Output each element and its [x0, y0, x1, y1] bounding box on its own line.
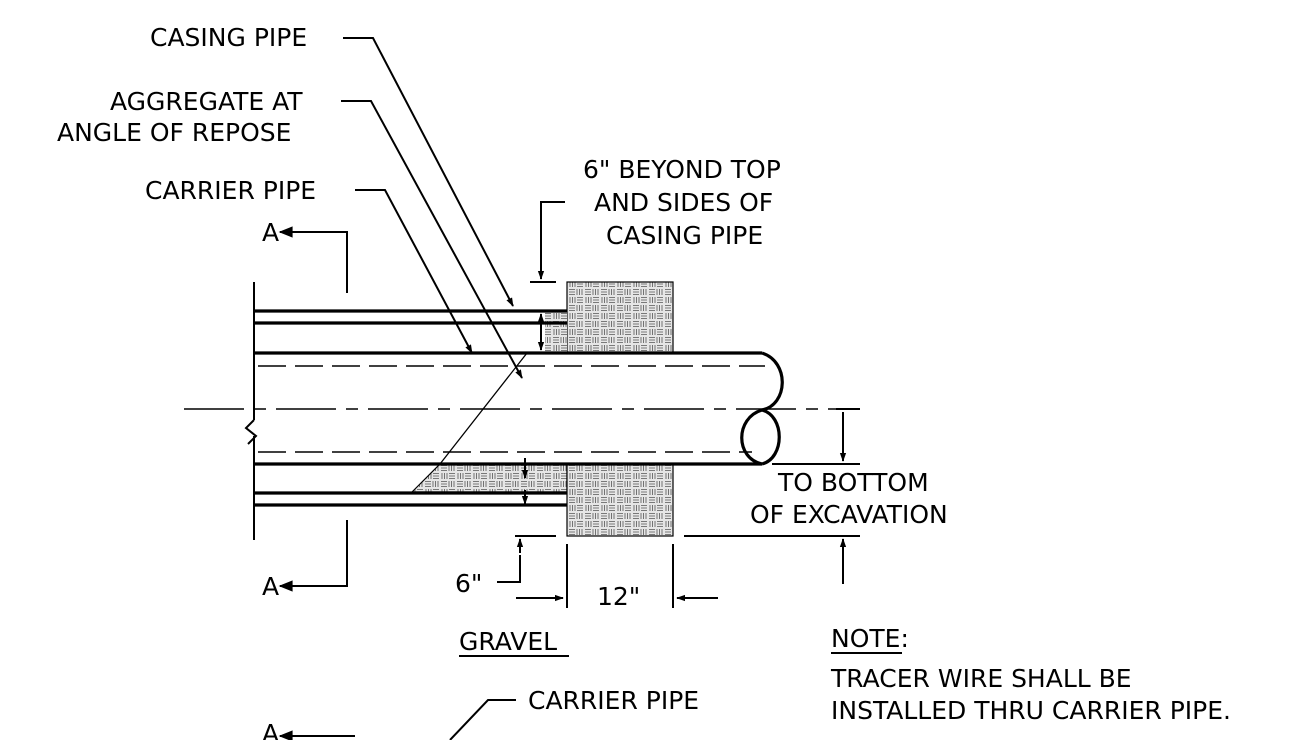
end-break-line: [244, 282, 258, 540]
note-line2: INSTALLED THRU CARRIER PIPE.: [831, 696, 1231, 725]
leader-beyond-top: 6" BEYOND TOP AND SIDES OF CASING PIPE: [530, 155, 781, 351]
label-dim-12: 12": [597, 582, 640, 611]
label-bottom-line2: OF EXCAVATION: [750, 500, 948, 529]
label-beyond-line3: CASING PIPE: [606, 221, 763, 250]
label-carrier-pipe-lower: CARRIER PIPE: [528, 686, 699, 715]
note-block: NOTE: TRACER WIRE SHALL BE INSTALLED THR…: [830, 624, 1231, 725]
leader-carrier-pipe-lower: CARRIER PIPE: [449, 686, 699, 740]
dimension-12-inch: 12": [566, 544, 718, 611]
label-beyond-line1: 6" BEYOND TOP: [583, 155, 781, 184]
label-beyond-line2: AND SIDES OF: [594, 188, 773, 217]
leader-casing-pipe: CASING PIPE: [150, 23, 514, 307]
section-label-bottom: A: [262, 572, 279, 601]
leader-aggregate: AGGREGATE AT ANGLE OF REPOSE: [57, 87, 523, 379]
label-dim-6: 6": [455, 569, 482, 598]
note-line1: TRACER WIRE SHALL BE: [830, 664, 1132, 693]
dimension-bottom-excavation: TO BOTTOM OF EXCAVATION: [684, 408, 948, 584]
section-marker-bottom: A: [262, 520, 348, 601]
label-bottom-line1: TO BOTTOM: [777, 468, 929, 497]
gravel-label: GRAVEL: [459, 627, 569, 657]
section-marker-top: A: [262, 218, 348, 293]
label-aggregate-line2: ANGLE OF REPOSE: [57, 118, 291, 147]
leader-carrier-pipe: CARRIER PIPE: [145, 176, 473, 354]
section-marker-lower-view: A: [262, 719, 355, 740]
casing-pipe-walls: [254, 309, 567, 507]
carrier-pipe: [184, 351, 836, 466]
label-aggregate-line1: AGGREGATE AT: [110, 87, 303, 116]
dimension-6-inch: 6": [455, 458, 564, 602]
section-label-top: A: [262, 218, 279, 247]
section-label-lower: A: [262, 719, 279, 740]
label-carrier-pipe: CARRIER PIPE: [145, 176, 316, 205]
label-casing-pipe: CASING PIPE: [150, 23, 307, 52]
note-heading: NOTE:: [831, 624, 909, 653]
angle-of-repose-line: [439, 352, 528, 465]
label-gravel: GRAVEL: [459, 627, 557, 656]
